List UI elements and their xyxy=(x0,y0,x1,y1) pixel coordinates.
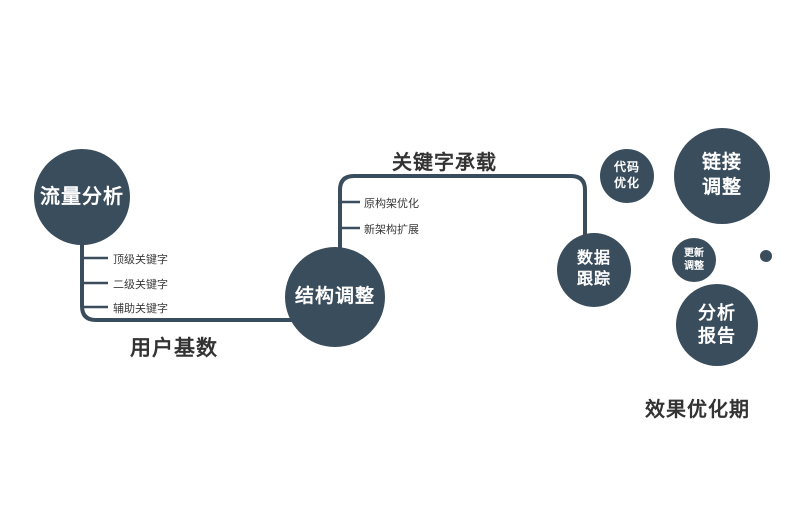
node-analysis-report: 分析 报告 xyxy=(676,284,758,366)
node-traffic-analysis-label: 流量分析 xyxy=(40,186,124,208)
branch-label-second-keyword: 二级关键字 xyxy=(113,279,168,291)
node-link-adjustment-line2: 调整 xyxy=(701,177,742,198)
node-data-tracking-line1: 数据 xyxy=(576,250,611,268)
node-update-adjustment-line1: 更新 xyxy=(684,248,704,259)
node-traffic-analysis: 流量分析 xyxy=(34,149,130,245)
node-code-optimization: 代码 优化 xyxy=(600,149,654,203)
node-link-adjustment: 链接 调整 xyxy=(674,128,770,224)
node-code-optimization-line2: 优化 xyxy=(613,176,640,190)
branch-label-auxiliary-keyword: 辅助关键字 xyxy=(113,303,168,315)
node-data-tracking-line2: 跟踪 xyxy=(576,271,611,288)
branch-label-original-architecture: 原构架优化 xyxy=(364,198,419,210)
node-code-optimization-line1: 代码 xyxy=(613,160,640,175)
node-update-adjustment: 更新 调整 xyxy=(672,238,716,282)
bullet-dot xyxy=(760,250,772,262)
connector-structure-to-tracking xyxy=(338,174,587,255)
label-effect-optimization-period: 效果优化期 xyxy=(645,399,750,421)
node-analysis-report-line2: 报告 xyxy=(698,326,736,346)
label-user-base: 用户基数 xyxy=(130,337,218,360)
node-analysis-report-line1: 分析 xyxy=(698,302,736,323)
node-update-adjustment-line2: 调整 xyxy=(684,261,704,272)
branch-label-new-architecture: 新架构扩展 xyxy=(364,224,419,236)
branch-label-top-keyword: 顶级关键字 xyxy=(113,254,168,266)
label-keyword-carrying: 关键字承载 xyxy=(392,152,497,174)
node-link-adjustment-line1: 链接 xyxy=(701,152,742,174)
node-data-tracking: 数据 跟踪 xyxy=(557,233,631,307)
node-structure-adjustment: 结构调整 xyxy=(285,247,385,347)
node-structure-adjustment-label: 结构调整 xyxy=(294,285,375,307)
